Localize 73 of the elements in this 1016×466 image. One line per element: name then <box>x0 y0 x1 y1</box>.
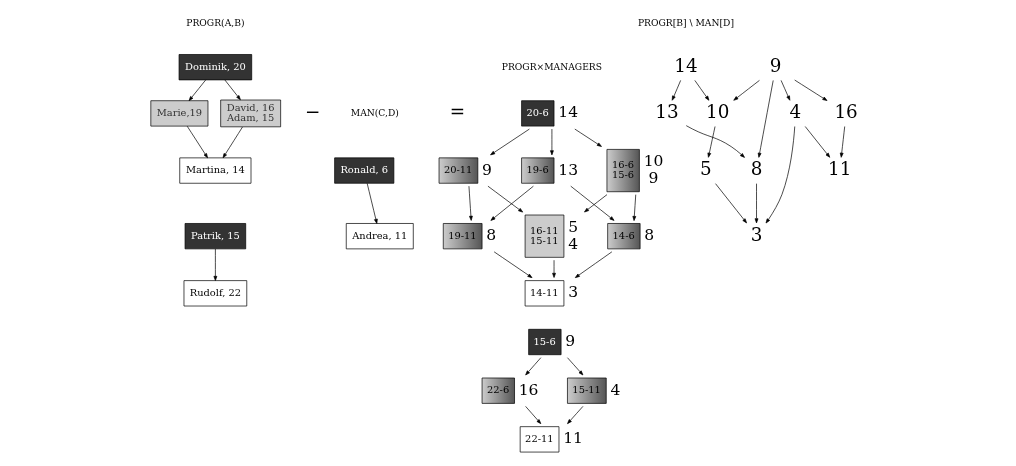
node-label: 14 <box>558 103 579 122</box>
arrow <box>671 80 682 101</box>
arrow <box>707 126 716 158</box>
node-text: 14 <box>674 54 698 76</box>
node-label: 4 <box>568 234 579 253</box>
label: PROGR×MANAGERS <box>501 60 603 72</box>
node-box: Andrea, 11 <box>345 223 414 250</box>
arrow <box>574 251 613 278</box>
node-text: 4 <box>789 100 802 122</box>
arrow <box>188 79 207 102</box>
arrow <box>584 194 608 213</box>
node-box: Dominik, 20 <box>178 54 253 81</box>
node-label: 3 <box>568 283 579 302</box>
label: PROGR[B] \ MAN[D] <box>637 17 734 29</box>
node-text: 8 <box>750 158 763 179</box>
arrow <box>567 406 584 424</box>
arrow <box>804 126 831 158</box>
label: PROGR(A,B) <box>186 17 245 29</box>
arrow <box>632 194 637 221</box>
node-label: 8 <box>644 226 655 245</box>
arrow <box>366 183 378 224</box>
node-text: 11 <box>828 158 852 179</box>
node-text: 3 <box>750 223 763 245</box>
arrow <box>224 79 241 101</box>
arrow <box>493 251 533 278</box>
arrow <box>525 357 542 376</box>
node-label: 5 <box>568 217 579 236</box>
node-label: 9 <box>482 160 492 179</box>
arrow <box>213 248 218 281</box>
node-label: 8 <box>486 226 497 245</box>
arrow <box>468 185 473 221</box>
arrow <box>552 259 556 278</box>
arrow <box>570 185 615 221</box>
arrow <box>715 183 747 224</box>
arrow <box>794 79 828 101</box>
label: = <box>449 100 466 122</box>
node-box: Marie,19 <box>150 100 209 127</box>
node-label: 4 <box>610 380 621 399</box>
arrow <box>487 185 524 213</box>
label: MAN(C,D) <box>350 106 399 118</box>
node-text: 9 <box>769 54 782 76</box>
node-label: 13 <box>558 160 579 179</box>
node-box: Patrik, 15 <box>184 223 247 250</box>
node-text: 5 <box>699 158 712 179</box>
label: − <box>305 100 321 122</box>
arrow <box>733 80 760 101</box>
node-box: Ronald, 6 <box>334 157 395 184</box>
node-box: Rudolf, 22 <box>183 280 248 307</box>
arrow <box>567 357 584 376</box>
arrow <box>574 128 602 147</box>
arrow <box>757 80 774 158</box>
arrow <box>490 185 534 221</box>
arrow <box>685 125 745 158</box>
node-label: 11 <box>563 429 583 448</box>
arrow <box>490 128 530 156</box>
arrow <box>765 126 796 224</box>
node-text: 16 <box>834 100 858 122</box>
arrow <box>754 183 759 224</box>
arrow <box>222 126 243 159</box>
arrow <box>839 126 846 158</box>
node-box: David, 16 Adam, 15 <box>220 99 281 128</box>
node-label: 9 <box>565 331 576 350</box>
arrow <box>186 125 208 159</box>
arrow <box>525 406 542 424</box>
node-label: 9 <box>648 168 659 187</box>
node-text: 13 <box>655 100 679 122</box>
arrow <box>694 80 710 101</box>
node-text: 10 <box>706 100 730 122</box>
node-box: Martina, 14 <box>179 157 252 184</box>
arrow <box>550 128 554 156</box>
node-label: 10 <box>643 152 664 171</box>
arrow <box>780 80 791 101</box>
node-label: 16 <box>518 380 539 399</box>
